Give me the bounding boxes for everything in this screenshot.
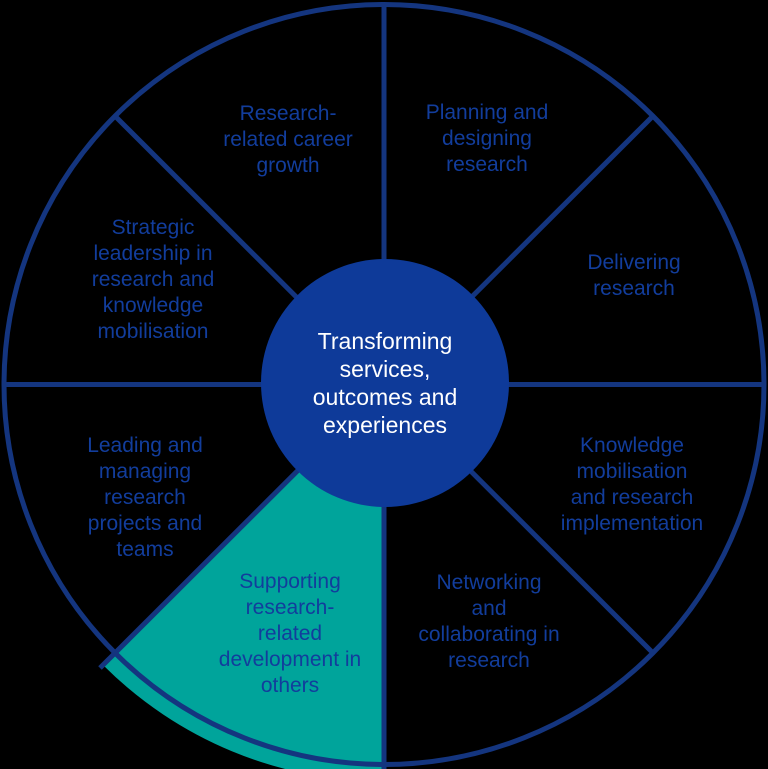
segment-label-knowledge-mobilisation: Knowledge mobilisation and research impl…	[560, 433, 704, 536]
segment-label-delivering-research: Delivering research	[587, 250, 681, 300]
segment-label-leading-managing: Leading and managing research projects a…	[87, 433, 203, 562]
segment-label-strategic-leadership: Strategic leadership in research and kno…	[91, 215, 215, 344]
segment-label-supporting-development: Supporting research- related development…	[218, 569, 362, 698]
segment-label-research-career-growth: Research- related career growth	[223, 101, 353, 178]
center-hub-label: Transforming services, outcomes and expe…	[312, 327, 458, 439]
segment-label-planning-designing-research: Planning and designing research	[425, 100, 549, 177]
center-hub-circle	[261, 259, 509, 507]
segment-label-networking-collaborating: Networking and collaborating in research	[418, 570, 560, 673]
